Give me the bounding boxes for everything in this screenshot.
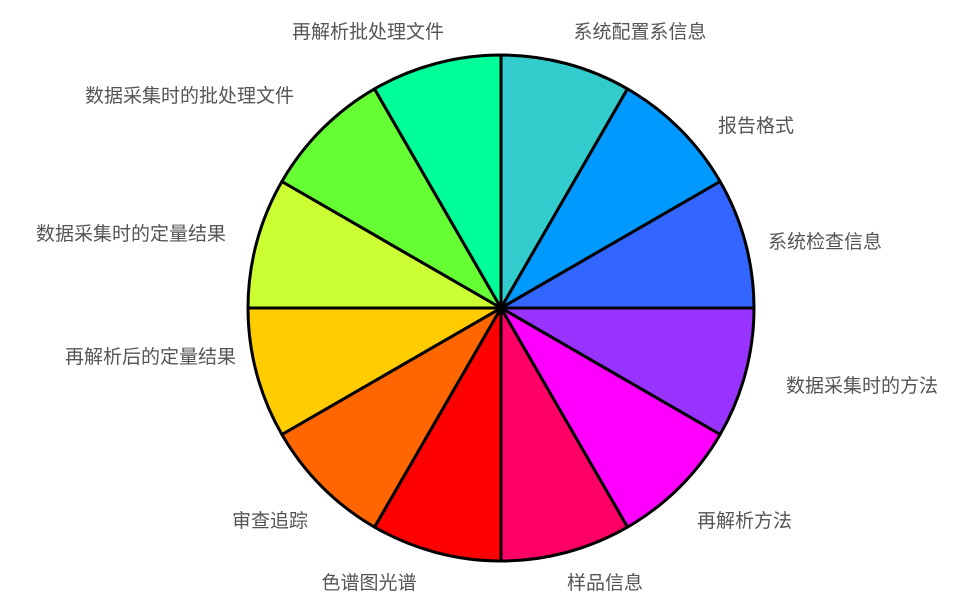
pie-slice — [246, 306, 503, 436]
pie-slice — [499, 53, 629, 310]
slice-label: 审查追踪 — [232, 510, 308, 532]
pie-slice — [373, 306, 503, 563]
slice-label: 色谱图光谱 — [321, 572, 416, 594]
slice-label: 报告格式 — [718, 115, 794, 137]
slice-label: 数据采集时的方法 — [786, 375, 938, 397]
slice-label: 再解析方法 — [697, 510, 792, 532]
slice-label: 样品信息 — [567, 572, 643, 594]
pie-slice — [499, 306, 629, 563]
pie-slice — [280, 87, 503, 310]
slice-label: 数据采集时的定量结果 — [36, 223, 226, 245]
pie-slice — [499, 180, 756, 310]
slice-label: 系统配置系信息 — [573, 21, 706, 43]
pie-slice — [499, 87, 722, 310]
pie-slice — [499, 306, 756, 436]
slice-label: 系统检查信息 — [768, 231, 882, 253]
slice-label: 再解析后的定量结果 — [65, 346, 236, 368]
pie-slice — [373, 53, 503, 310]
pie-slice — [280, 306, 503, 529]
pie-slice — [246, 180, 503, 310]
pie-slice — [499, 306, 722, 529]
slice-label: 再解析批处理文件 — [292, 21, 444, 43]
slice-label: 数据采集时的批处理文件 — [85, 85, 294, 107]
pie-slices — [246, 53, 756, 563]
